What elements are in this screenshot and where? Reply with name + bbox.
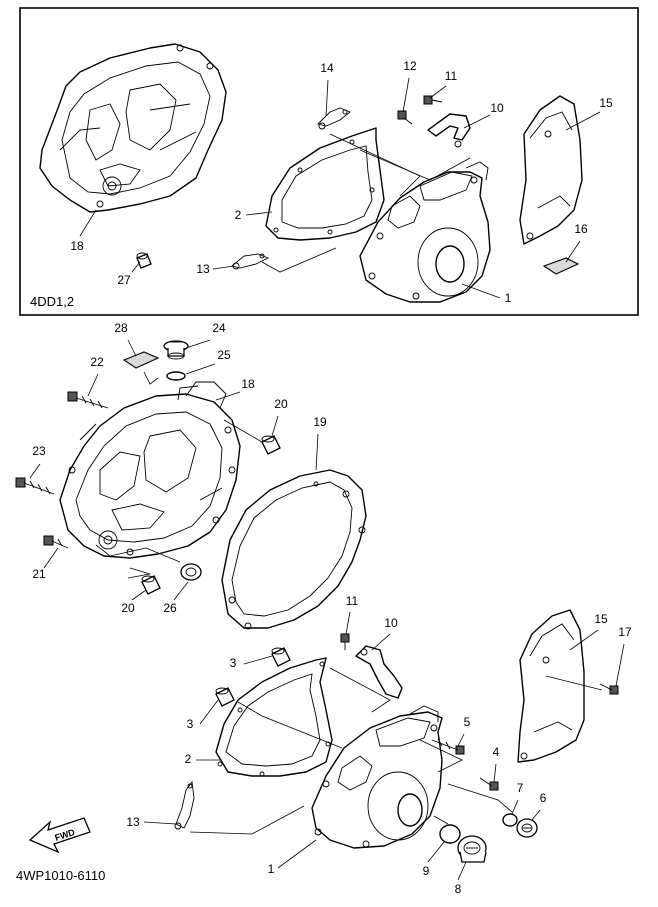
o-ring-7 (502, 813, 518, 827)
callout-9: 9 (423, 864, 430, 878)
forward-arrow-icon: FWD (28, 817, 91, 854)
callout-19: 19 (313, 415, 327, 429)
callout-1: 1 (505, 291, 512, 305)
oil-cap-24 (163, 340, 189, 360)
diagram-code: 4WP1010-6110 (16, 868, 105, 883)
bolt-22 (67, 391, 109, 409)
callout-3: 3 (187, 717, 194, 731)
callout-18: 18 (70, 239, 84, 253)
callout-3: 3 (230, 656, 237, 670)
callout-2: 2 (185, 752, 192, 766)
callout-17: 17 (618, 625, 632, 639)
dowel-pin-27 (136, 252, 152, 269)
bracket-10-bottom (355, 645, 403, 699)
callout-18: 18 (241, 377, 255, 391)
callout-13: 13 (126, 815, 140, 829)
callout-27: 27 (117, 273, 131, 287)
callout-2: 2 (235, 208, 242, 222)
callouts-top: 14 12 11 10 15 2 16 18 27 13 1 (70, 59, 613, 305)
o-ring-25 (166, 371, 186, 381)
bolt-21 (43, 535, 69, 549)
bolt-4 (479, 777, 499, 791)
o-ring-9 (439, 824, 461, 844)
chain-cover-bottom (517, 609, 585, 763)
callout-28: 28 (114, 321, 128, 335)
callout-7: 7 (517, 781, 524, 795)
callout-23: 23 (32, 444, 46, 458)
clip-13-bottom (174, 780, 195, 830)
generator-cover-bottom (311, 705, 443, 849)
dowel-20-right (261, 435, 281, 455)
callout-25: 25 (217, 348, 231, 362)
callout-12: 12 (403, 59, 417, 73)
crankcase-cover-bottom (59, 381, 241, 559)
gasket-top (265, 127, 385, 241)
callout-6: 6 (540, 791, 547, 805)
leader-lines-top (79, 77, 601, 299)
callout-26: 26 (163, 601, 177, 615)
crankcase-cover-top (39, 43, 227, 213)
seal-26 (180, 563, 202, 581)
callout-10: 10 (490, 101, 504, 115)
callout-13: 13 (196, 262, 210, 276)
bracket-10 (427, 113, 471, 148)
screw-11-bottom (340, 633, 350, 650)
label-28 (122, 351, 160, 369)
callout-5: 5 (464, 715, 471, 729)
clip-14 (317, 107, 351, 130)
variant-label: 4DD1,2 (30, 294, 74, 309)
bolt-5 (431, 738, 465, 755)
callout-21: 21 (32, 567, 46, 581)
chain-cover-top (519, 95, 583, 245)
callout-22: 22 (90, 355, 104, 369)
label-16 (542, 257, 580, 275)
callout-24: 24 (212, 321, 226, 335)
callout-4: 4 (493, 745, 500, 759)
callout-15: 15 (594, 612, 608, 626)
dowel-3-lower (215, 687, 235, 707)
callout-8: 8 (455, 882, 462, 896)
callout-20: 20 (121, 601, 135, 615)
plug-6 (516, 818, 538, 838)
variant-box (19, 7, 639, 316)
callout-16: 16 (574, 222, 588, 236)
callout-10: 10 (384, 616, 398, 630)
callout-11: 11 (445, 69, 458, 83)
bolt-23 (15, 477, 55, 495)
gasket-19 (221, 469, 367, 630)
callout-15: 15 (599, 96, 613, 110)
callout-11: 11 (346, 594, 359, 608)
bolt-12 (397, 110, 413, 125)
callout-20: 20 (274, 397, 288, 411)
callout-14: 14 (320, 61, 334, 75)
plug-8 (457, 835, 487, 863)
leader-lines-bottom (29, 339, 625, 881)
callout-1: 1 (268, 862, 275, 876)
generator-cover-top (359, 161, 491, 303)
screw-11 (423, 95, 443, 105)
dowel-3-upper (271, 647, 291, 667)
bolt-17 (599, 683, 619, 695)
clip-13-top (231, 253, 270, 270)
gasket-bottom (215, 657, 333, 777)
